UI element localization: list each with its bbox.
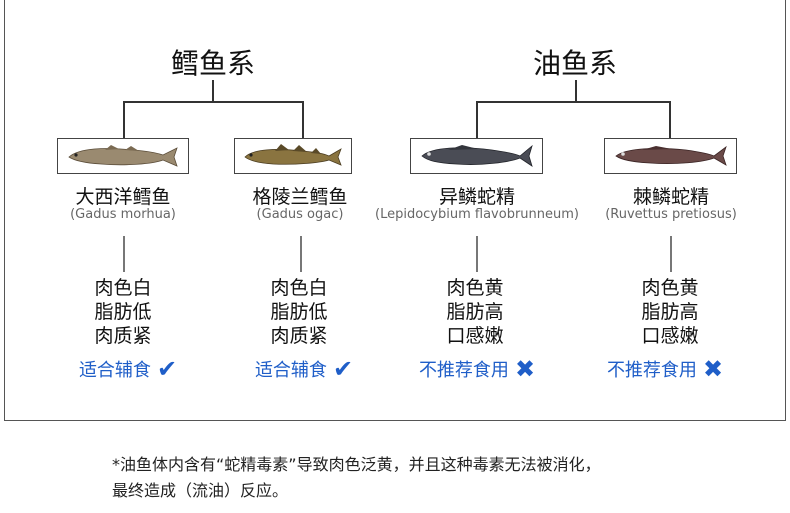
connector-line <box>669 101 671 139</box>
fish-image-oilfish <box>604 138 737 174</box>
connector-line <box>123 101 304 103</box>
connector-line <box>212 80 214 102</box>
verdict-not-recommended: 不推荐食用 ✖ <box>377 356 577 382</box>
oilfish-icon <box>614 145 727 166</box>
connector-line <box>575 80 577 102</box>
footnote: *油鱼体内含有“蛇精毒素”导致肉色泛黄，并且这种毒素无法被消化， 最终造成（流油… <box>112 452 752 504</box>
connector-line <box>123 101 125 139</box>
property-color: 肉色白 <box>94 277 152 299</box>
footnote-line: 最终造成（流油）反应。 <box>112 481 289 500</box>
group-title-cod: 鳕鱼系 <box>170 47 255 80</box>
property-texture: 肉质紧 <box>94 325 152 347</box>
verdict-label: 适合辅食 <box>254 360 327 381</box>
property-fat: 脂肪高 <box>641 301 699 323</box>
fish-name-cn: 异鳞蛇精 <box>438 186 515 208</box>
connector-line <box>476 236 478 272</box>
fish-properties: 肉色白 脂肪低 肉质紧 <box>229 276 369 348</box>
verdict-suitable: 适合辅食 ✔ <box>204 356 404 382</box>
property-fat: 脂肪高 <box>446 301 504 323</box>
fish-name-latin: (Gadus ogac) <box>256 207 344 222</box>
property-color: 肉色黄 <box>446 277 504 299</box>
property-color: 肉色白 <box>270 277 328 299</box>
fish-properties: 肉色黄 脂肪高 口感嫩 <box>405 276 545 348</box>
verdict-label: 不推荐食用 <box>606 360 697 381</box>
fish-image-atlantic-cod <box>57 138 189 174</box>
fish-properties: 肉色白 脂肪低 肉质紧 <box>53 276 193 348</box>
verdict-suitable: 适合辅食 ✔ <box>28 356 228 382</box>
fish-properties: 肉色黄 脂肪高 口感嫩 <box>600 276 740 348</box>
property-texture: 口感嫩 <box>641 325 699 347</box>
verdict-label: 不推荐食用 <box>418 360 509 381</box>
connector-line <box>476 101 671 103</box>
connector-line <box>302 101 304 139</box>
cross-icon: ✖ <box>702 355 724 383</box>
group-title-oilfish: 油鱼系 <box>532 47 617 80</box>
checkmark-icon: ✔ <box>156 355 178 383</box>
verdict-not-recommended: 不推荐食用 ✖ <box>565 356 765 382</box>
cross-icon: ✖ <box>514 355 536 383</box>
verdict-label: 适合辅食 <box>78 360 151 381</box>
connector-line <box>123 236 125 272</box>
connector-line <box>670 236 672 272</box>
fish-name-latin: (Gadus morhua) <box>70 207 176 222</box>
fish-name-cn: 格陵兰鳕鱼 <box>252 186 348 208</box>
checkmark-icon: ✔ <box>332 355 354 383</box>
property-texture: 肉质紧 <box>270 325 328 347</box>
fish-name-latin: (Ruvettus pretiosus) <box>605 207 737 222</box>
property-fat: 脂肪低 <box>270 301 328 323</box>
fish-name-latin: (Lepidocybium flavobrunneum) <box>375 207 579 222</box>
property-color: 肉色黄 <box>641 277 699 299</box>
connector-line <box>300 236 302 272</box>
property-texture: 口感嫩 <box>446 325 504 347</box>
cod-fish-icon <box>68 145 178 167</box>
footnote-line: *油鱼体内含有“蛇精毒素”导致肉色泛黄，并且这种毒素无法被消化， <box>112 455 601 474</box>
escolar-fish-icon <box>420 144 533 167</box>
fish-name-cn: 棘鳞蛇精 <box>632 186 709 208</box>
diagram-frame <box>4 0 786 421</box>
cod-fish-icon <box>244 144 342 166</box>
fish-name-cn: 大西洋鳕鱼 <box>75 186 171 208</box>
fish-image-greenland-cod <box>234 138 352 174</box>
connector-line <box>476 101 478 139</box>
property-fat: 脂肪低 <box>94 301 152 323</box>
fish-image-escolar <box>410 138 543 174</box>
